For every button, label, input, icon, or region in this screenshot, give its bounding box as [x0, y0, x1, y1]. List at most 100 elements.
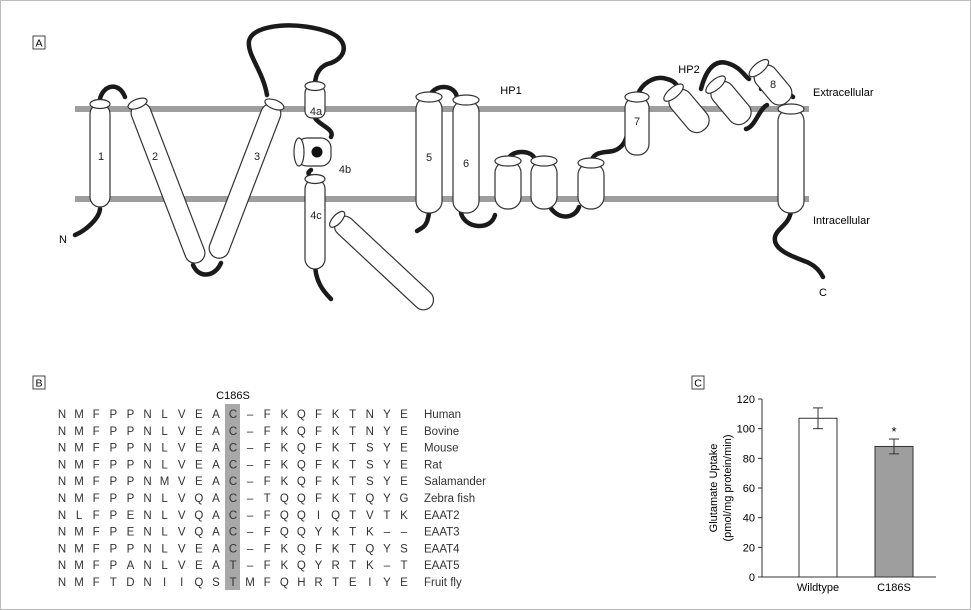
residue: C [229, 409, 237, 421]
helix-7-label: 7 [634, 116, 640, 128]
y-axis-title-line2: (pmol/mg protein/min) [722, 435, 734, 542]
residue: – [401, 527, 408, 539]
residue: F [264, 459, 271, 471]
residue: – [247, 493, 254, 505]
highlight-column [225, 404, 240, 590]
residue: F [264, 443, 271, 455]
residue: K [332, 426, 340, 438]
n-terminal-tail [72, 206, 103, 238]
residue: P [127, 493, 135, 505]
residue: N [58, 476, 66, 488]
residue: T [349, 426, 356, 438]
residue: Q [297, 426, 306, 438]
residue: Q [297, 459, 306, 471]
residue: L [161, 409, 168, 421]
residue: Q [365, 543, 374, 555]
residue: H [297, 577, 305, 589]
residue: E [195, 476, 203, 488]
residue: M [74, 476, 84, 488]
residue: E [400, 409, 408, 421]
residue: E [400, 426, 408, 438]
residue: – [384, 560, 391, 572]
residue: Q [297, 527, 306, 539]
residue: F [315, 409, 322, 421]
residue: K [332, 543, 340, 555]
residue: N [58, 527, 66, 539]
y-axis-title-line1: Glutamate Uptake [708, 444, 720, 533]
residue: – [247, 560, 254, 572]
residue: Q [194, 527, 203, 539]
residue: N [58, 409, 66, 421]
residue: – [247, 510, 254, 522]
residue: R [314, 577, 322, 589]
residue: A [212, 409, 220, 421]
residue: E [195, 409, 203, 421]
bar-wildtype [798, 417, 838, 578]
residue: P [109, 527, 117, 539]
helix-1-label: 1 [98, 151, 104, 163]
residue: F [93, 560, 100, 572]
residue: F [264, 560, 271, 572]
residue: N [143, 543, 151, 555]
residue: E [400, 476, 408, 488]
residue: T [110, 577, 117, 589]
residue: L [161, 510, 168, 522]
helix-3 [208, 98, 285, 259]
residue: E [195, 459, 203, 471]
residue: A [127, 560, 135, 572]
residue: M [74, 409, 84, 421]
helix-6 [452, 94, 480, 214]
residue: – [384, 527, 391, 539]
residue: K [400, 510, 408, 522]
x-category-label: C186S [877, 582, 911, 594]
residue: C [229, 459, 237, 471]
residue: K [280, 426, 288, 438]
residue: N [143, 560, 151, 572]
residue: M [74, 426, 84, 438]
residue: T [332, 577, 339, 589]
residue: C [229, 443, 237, 455]
residue: T [349, 409, 356, 421]
residue: K [332, 527, 340, 539]
residue: L [161, 527, 168, 539]
residue: C [229, 510, 237, 522]
residue: L [161, 443, 168, 455]
residue: I [368, 577, 371, 589]
residue: – [247, 527, 254, 539]
residue: T [229, 577, 236, 589]
residue: P [109, 493, 117, 505]
helix-2 [127, 97, 206, 264]
bar-c186s [874, 445, 914, 578]
residue: E [400, 577, 408, 589]
residue: N [58, 577, 66, 589]
hp2-label: HP2 [678, 64, 699, 76]
residue: F [93, 409, 100, 421]
residue: P [127, 409, 135, 421]
residue: E [127, 510, 135, 522]
residue: Y [383, 426, 391, 438]
residue: S [400, 543, 408, 555]
helix-4c-label: 4c [310, 210, 322, 222]
species-label: Zebra fish [424, 493, 475, 505]
hp2-segment-1 [663, 83, 710, 134]
residue: E [127, 527, 135, 539]
residue: E [195, 560, 203, 572]
residue: T [400, 560, 407, 572]
residue: V [178, 527, 186, 539]
x-category-label: Wildtype [797, 582, 839, 594]
panel-c-label-box [691, 375, 705, 390]
residue: P [109, 426, 117, 438]
residue: V [178, 409, 186, 421]
residue: Y [315, 560, 323, 572]
helix-5 [415, 91, 443, 214]
residue: N [143, 443, 151, 455]
residue: V [178, 510, 186, 522]
residue: K [366, 527, 374, 539]
residue: V [178, 543, 186, 555]
intracellular-label: Intracellular [813, 215, 870, 227]
